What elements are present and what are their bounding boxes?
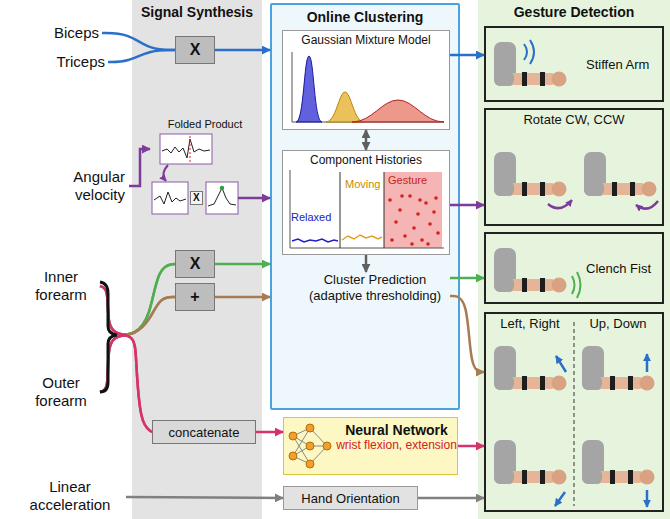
operator-symbol: X [190,41,201,59]
input-signal: Biceps [40,24,102,42]
box-title: Component Histories [283,151,449,167]
gesture-box: Left, RightUp, Down [484,312,664,512]
gesture-name: Stiffen Arm [586,57,649,72]
input-signal: Angular velocity [55,168,129,204]
hand-orientation-box: Hand Orientation [283,486,418,510]
gmm-box: Gaussian Mixture Model [282,30,450,130]
panel-title: Gesture Detection [478,0,670,20]
input-signal: Outer forearm [22,374,100,410]
plot-heading: Folded Product [150,118,260,130]
stage-panel: Gesture DetectionStiffen ArmRotate CW, C… [478,0,670,519]
gesture-name: Rotate CW, CCW [486,112,662,127]
gesture-box: Stiffen Arm [484,26,664,102]
signal-name: Triceps [40,53,105,71]
signal-name: Angular velocity [55,168,125,204]
folded-product-block: Folded Product [150,118,260,230]
panel-title: Signal Synthesis [132,0,262,20]
box-label: Hand Orientation [301,491,399,506]
input-signal: Inner forearm [22,268,100,304]
stage-panel: Signal SynthesisXFolded ProductX+concate… [132,0,262,519]
box-label: concatenate [169,425,240,440]
connector [418,497,484,500]
panel-title: Online Clustering [272,5,458,25]
operator-symbol: + [190,288,199,306]
gesture-box: Rotate CW, CCW [484,108,664,226]
box-title: Gaussian Mixture Model [283,31,449,47]
box-subtitle: wrist flexion, extension [336,438,457,452]
signal-name: Outer forearm [22,374,100,410]
input-signal: Triceps [40,53,108,71]
gesture-box: Clench Fist [484,232,664,304]
concatenate-box: concatenate [152,420,256,444]
multiply-operator: X [175,36,215,64]
cluster-label: Gesture [388,174,427,186]
sum-operator: + [175,283,215,311]
neural-network-box: Neural Networkwrist flexion, extension [283,417,458,475]
box-title: Neural Network [336,422,457,438]
box-label: Cluster Prediction (adaptive thresholdin… [300,272,450,305]
input-signal: Linear acceleration [14,478,126,514]
histogram-box: Component HistoriesRelaxed Moving Gesture [282,150,450,255]
gesture-name: Left, Right [486,316,574,331]
curly-bracket [100,282,117,392]
multiply-operator: X [175,250,215,278]
gesture-name: Up, Down [574,316,662,331]
stage-panel: Online ClusteringGaussian Mixture ModelC… [270,3,460,410]
operator-symbol: X [190,255,201,273]
signal-name: Linear acceleration [14,478,126,514]
signal-name: Biceps [40,24,99,42]
gesture-name: Clench Fist [586,261,651,276]
signal-name: Inner forearm [22,268,100,304]
operator-symbol: X [190,191,203,205]
cluster-label: Moving [345,178,380,190]
cluster-prediction: Cluster Prediction (adaptive thresholdin… [300,272,450,305]
cluster-label: Relaxed [291,211,331,223]
